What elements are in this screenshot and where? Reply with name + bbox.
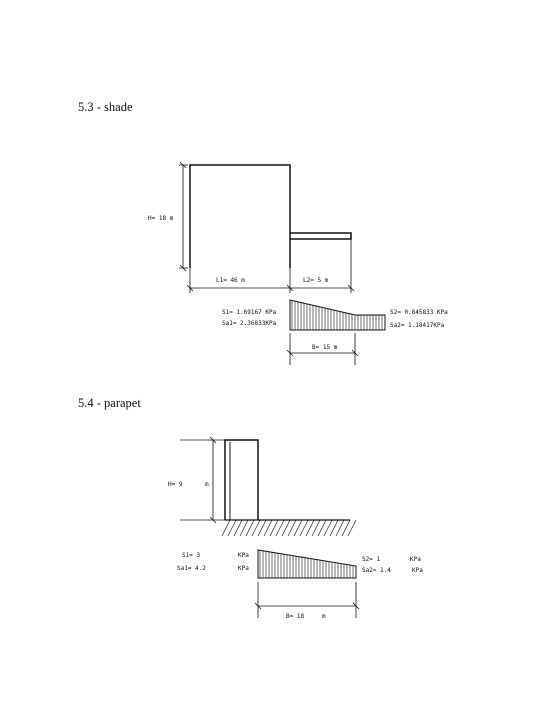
b-label: B= 18 (286, 613, 304, 620)
roof-hatch-line (329, 519, 339, 537)
roof-hatch-line (335, 519, 345, 537)
roof-hatch-line (227, 519, 237, 537)
l2-label: L2= 5 m (303, 277, 329, 284)
l1-label: L1= 46 m (216, 277, 245, 284)
roof-hatch-line (317, 519, 327, 537)
drift-width-slash-right (351, 349, 359, 357)
sa1-label: Sa1= 4.2 (177, 565, 206, 572)
height-label: H= 18 m (148, 215, 174, 222)
height-dim-slash-top (179, 161, 187, 169)
parapet-outline (224, 439, 259, 520)
height-dim-slash-bottom (179, 264, 187, 272)
section-heading-shade: 5.3 - shade (78, 100, 133, 114)
length-dim-slash-left (186, 284, 194, 292)
tall-building-outline (189, 164, 291, 268)
drift-width-slash-left (254, 602, 262, 610)
roof-hatching (221, 519, 357, 537)
s2-label: S2= 1 (362, 556, 380, 563)
roof-hatch-line (233, 519, 243, 537)
b-unit: m (322, 613, 326, 620)
roof-hatch-line (347, 519, 357, 537)
drift-width-slash-left (286, 349, 294, 357)
roof-hatch-line (311, 519, 321, 537)
roof-hatch-line (221, 519, 231, 537)
roof-hatch-line (269, 519, 279, 537)
length-dim-slash-mid (286, 284, 294, 292)
s1-label: S1= 3 (182, 552, 200, 559)
roof-hatch-line (341, 519, 351, 537)
height-unit: m (205, 481, 209, 488)
snow-load-hatching (291, 300, 383, 330)
roof-hatch-line (251, 519, 261, 537)
sa2-label: Sa2= 1.4 (362, 567, 391, 574)
height-label: H= 9 (168, 481, 183, 488)
snow-load-drift-shape (289, 299, 386, 331)
s1-label: S1= 1.69167 KPa (222, 309, 277, 316)
roof-hatch-line (305, 519, 315, 537)
shade-diagram: H= 18 m L1= 46 m L2= 5 m S1= 1.69167 KPa… (148, 161, 448, 365)
length-dim-slash-right (347, 284, 355, 292)
roof-hatch-line (293, 519, 303, 537)
roof-hatch-line (275, 519, 285, 537)
snow-load-drift-shape (257, 549, 357, 579)
roof-hatch-line (257, 519, 267, 537)
roof-hatch-line (263, 519, 273, 537)
snow-load-hatching (259, 550, 354, 578)
height-dim-slash-top (209, 436, 217, 444)
roof-hatch-line (281, 519, 291, 537)
s1-unit: KPa (238, 552, 249, 559)
sa1-unit: KPa (238, 565, 249, 572)
roof-hatch-line (245, 519, 255, 537)
b-label: B= 15 m (312, 344, 338, 351)
sa2-unit: KPa (412, 567, 423, 574)
section-heading-parapet: 5.4 - parapet (78, 396, 141, 410)
sa2-label: Sa2= 1.18417KPa (390, 322, 445, 329)
sa1-label: Sa1= 2.36833KPa (222, 320, 277, 327)
parapet-diagram: H= 9 m S1= 3 KPa Sa1= 4.2 KPa S2= 1 KPa … (168, 436, 423, 620)
height-dim-slash-bottom (209, 516, 217, 524)
lower-roof-outline (290, 232, 352, 240)
s2-label: S2= 0.845833 KPa (390, 309, 448, 316)
drift-width-slash-right (352, 602, 360, 610)
roof-hatch-line (287, 519, 297, 537)
s2-unit: KPa (410, 556, 421, 563)
roof-hatch-line (323, 519, 333, 537)
roof-hatch-line (239, 519, 249, 537)
roof-hatch-line (299, 519, 309, 537)
